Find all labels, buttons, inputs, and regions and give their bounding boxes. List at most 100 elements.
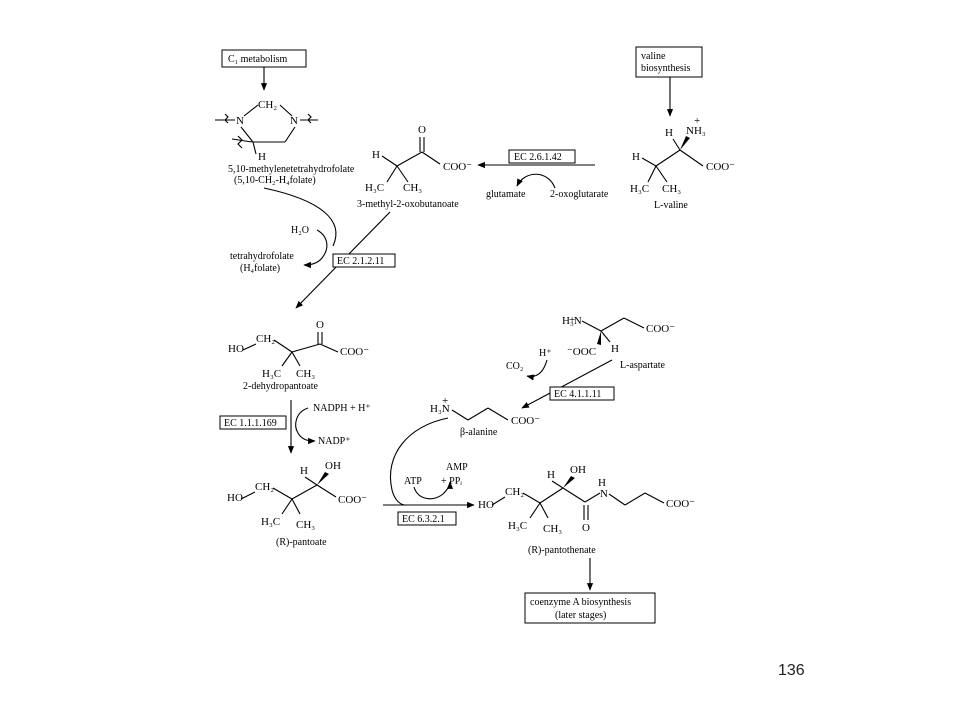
atp-curve: [413, 481, 454, 500]
ec-21211-label: EC 2.1.2.11: [337, 256, 384, 267]
svg-text:CH₂: CH₂: [258, 99, 277, 111]
methylene-thf-name: 5,10-methylenetetrahydrofolate: [228, 164, 355, 175]
svg-text:COO⁻: COO⁻: [511, 415, 540, 427]
svg-text:+: +: [569, 314, 575, 326]
beta-alanine-curve: [390, 417, 449, 506]
svg-text:CH₃: CH₃: [543, 523, 562, 535]
ec-21211-box: EC 2.1.2.11: [332, 253, 396, 268]
svg-text:⁻OOC: ⁻OOC: [567, 346, 596, 358]
co2-curve: [526, 359, 548, 381]
svg-text:HO: HO: [227, 492, 243, 504]
svg-text:COO⁻: COO⁻: [706, 161, 735, 173]
ec-111169-box: EC 1.1.1.169: [219, 415, 287, 430]
svg-text:N: N: [600, 488, 608, 500]
svg-text:O: O: [316, 319, 324, 331]
glutamate-label: glutamate: [486, 189, 526, 200]
oxoglutarate-label: 2-oxoglutarate: [550, 189, 609, 200]
svg-text:NH₃: NH₃: [686, 125, 706, 137]
dehydropantoate-structure: O HO CH₂ COO⁻ H₃C CH₃: [228, 319, 369, 380]
svg-text:H: H: [300, 465, 308, 477]
valine-box-line1: valine: [641, 51, 666, 62]
pantothenate-structure: H OH HO CH₂ H N O COO⁻ H₃C CH₃: [478, 464, 695, 535]
svg-text:+: +: [442, 395, 448, 407]
methylene-thf-abbrev: (5,10-CH₂-H₄folate): [234, 175, 316, 186]
page-number: 136: [778, 662, 805, 679]
valine-structure: H NH₃ + H COO⁻ H₃C CH₃: [630, 115, 735, 195]
svg-text:H₃C: H₃C: [261, 516, 280, 528]
svg-text:CH₂: CH₂: [255, 481, 274, 493]
methylene-thf-structure: CH₂ N N H: [215, 99, 318, 163]
svg-text:H₃C: H₃C: [262, 368, 281, 380]
svg-text:H: H: [598, 477, 606, 489]
svg-text:COO⁻: COO⁻: [340, 346, 369, 358]
pantothenate-name: (R)-pantothenate: [528, 545, 596, 556]
svg-text:H: H: [372, 149, 380, 161]
svg-text:COO⁻: COO⁻: [646, 323, 675, 335]
svg-text:HO: HO: [478, 499, 494, 511]
svg-text:H: H: [547, 469, 555, 481]
coa-box-line1: coenzyme A biosynthesis: [530, 597, 631, 608]
svg-text:H: H: [258, 151, 266, 163]
svg-text:CH₂: CH₂: [256, 333, 275, 345]
beta-alanine-name: β-alanine: [460, 427, 498, 438]
thf-abbrev: (H₄folate): [240, 263, 280, 274]
ec-26142-label: EC 2.6.1.42: [514, 152, 562, 163]
pantoate-name: (R)-pantoate: [276, 537, 327, 548]
ec-41111-box: EC 4.1.1.11: [549, 386, 615, 401]
svg-text:CH₃: CH₃: [296, 368, 315, 380]
svg-text:H₃N: H₃N: [430, 403, 450, 415]
coa-box-line2: (later stages): [555, 610, 606, 621]
dehydropantoate-name: 2-dehydropantoate: [243, 381, 319, 392]
valine-box-line2: biosynthesis: [641, 63, 691, 74]
svg-text:H: H: [665, 127, 673, 139]
valine-biosynthesis-box: valine biosynthesis: [635, 46, 703, 78]
svg-text:H₃N: H₃N: [562, 315, 582, 327]
pantoate-structure: H OH HO CH₂ COO⁻ H₃C CH₃: [227, 460, 367, 531]
amp-label: AMP: [446, 462, 468, 473]
svg-text:COO⁻: COO⁻: [338, 494, 367, 506]
atp-label: ATP: [404, 476, 422, 487]
svg-text:+: +: [694, 115, 700, 127]
glutamate-curve: [516, 173, 556, 189]
svg-text:O: O: [582, 522, 590, 534]
ec-41111-label: EC 4.1.1.11: [554, 389, 601, 400]
svg-text:CH₂: CH₂: [505, 486, 524, 498]
c1-metabolism-box: C₁ metabolism: [221, 49, 307, 68]
svg-text:CH₃: CH₃: [403, 182, 422, 194]
water-thf-curve: [303, 229, 328, 269]
svg-text:H₃C: H₃C: [365, 182, 384, 194]
valine-name: L-valine: [654, 200, 688, 211]
svg-text:H₃C: H₃C: [630, 183, 649, 195]
svg-text:N: N: [290, 115, 298, 127]
svg-text:O: O: [418, 124, 426, 136]
aspartate-name: L-aspartate: [620, 360, 666, 371]
svg-text:H: H: [632, 151, 640, 163]
ec-26142-box: EC 2.6.1.42: [508, 149, 576, 164]
svg-text:CH₃: CH₃: [296, 519, 315, 531]
svg-text:HO: HO: [228, 343, 244, 355]
nadph-curve: [295, 407, 316, 445]
ppi-label: + PPᵢ: [441, 476, 462, 487]
decarboxylation-arrow: [521, 359, 613, 409]
svg-text:OH: OH: [325, 460, 341, 472]
svg-text:N: N: [236, 115, 244, 127]
aspartate-structure: + H₃N COO⁻ ⁻OOC H: [562, 314, 675, 358]
oxobutanoate-structure: O H COO⁻ H₃C CH₃: [365, 124, 472, 194]
svg-text:OH: OH: [570, 464, 586, 476]
c1-metabolism-label: C₁ metabolism: [228, 54, 288, 65]
svg-text:COO⁻: COO⁻: [443, 161, 472, 173]
svg-text:CH₃: CH₃: [662, 183, 681, 195]
coa-biosynthesis-box: coenzyme A biosynthesis (later stages): [524, 592, 656, 624]
beta-alanine-structure: + H₃N COO⁻: [430, 395, 540, 427]
thf-name: tetrahydrofolate: [230, 251, 294, 262]
svg-text:H₃C: H₃C: [508, 520, 527, 532]
thf-join-curve: [263, 187, 337, 247]
nadph-label: NADPH + H⁺: [313, 403, 371, 414]
ec-6321-label: EC 6.3.2.1: [402, 514, 445, 525]
water-label: H₂O: [291, 225, 309, 236]
svg-text:H: H: [611, 343, 619, 355]
oxobutanoate-name: 3-methyl-2-oxobutanoate: [357, 199, 459, 210]
co2-label: CO₂: [506, 361, 523, 372]
nadp-label: NADP⁺: [318, 436, 351, 447]
